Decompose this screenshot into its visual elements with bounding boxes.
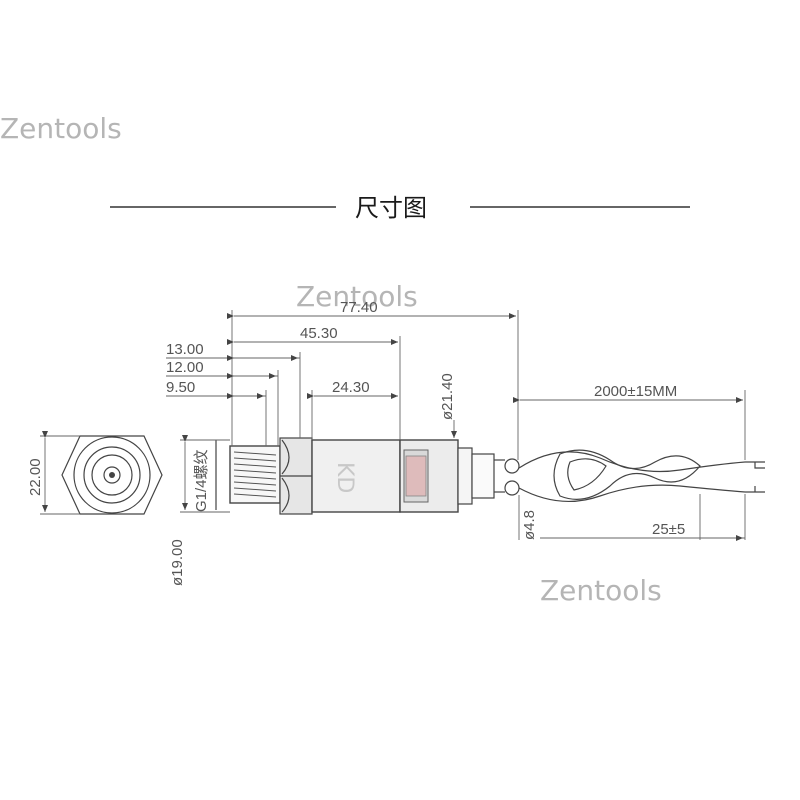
hex-nut-side: [279, 437, 313, 515]
dim-13: 13.00: [166, 341, 204, 358]
dim-dia-4-8: ø4.8: [521, 510, 538, 540]
dim-24-30: 24.30: [332, 379, 370, 396]
thread-line: [233, 451, 277, 456]
dim-9-50: 9.50: [166, 379, 195, 396]
thread-line: [233, 457, 277, 462]
dim-hex: 22.00: [27, 458, 44, 496]
dim-dia-21: ø21.40: [439, 373, 456, 420]
end-view: [40, 431, 163, 515]
thread-line: [233, 487, 277, 492]
dim-overall-length: 77.40: [340, 299, 378, 316]
dim-12: 12.00: [166, 359, 204, 376]
watermark-bottom-right: Zentools: [540, 574, 662, 607]
watermark-top-left: Zentools: [0, 112, 122, 145]
svg-text:KD: KD: [332, 462, 357, 493]
thread-line: [233, 475, 277, 480]
sensor-body: KD: [311, 439, 520, 513]
dim-dia-19: ø19.00: [169, 539, 186, 586]
thread-line: [233, 481, 277, 486]
dim-cable-length: 2000±15MM: [594, 383, 677, 400]
dim-thread: G1/4螺纹: [193, 449, 210, 512]
thread-line: [233, 463, 277, 468]
watermark-center: Zentools: [296, 280, 418, 313]
thread-line: [233, 493, 277, 498]
dim-body-length: 45.30: [300, 325, 338, 342]
page-title: 尺寸图: [355, 194, 427, 222]
cable: [518, 449, 765, 503]
thread-line: [233, 469, 277, 474]
thread-section: [215, 440, 281, 510]
dim-strip-length: 25±5: [652, 521, 685, 538]
